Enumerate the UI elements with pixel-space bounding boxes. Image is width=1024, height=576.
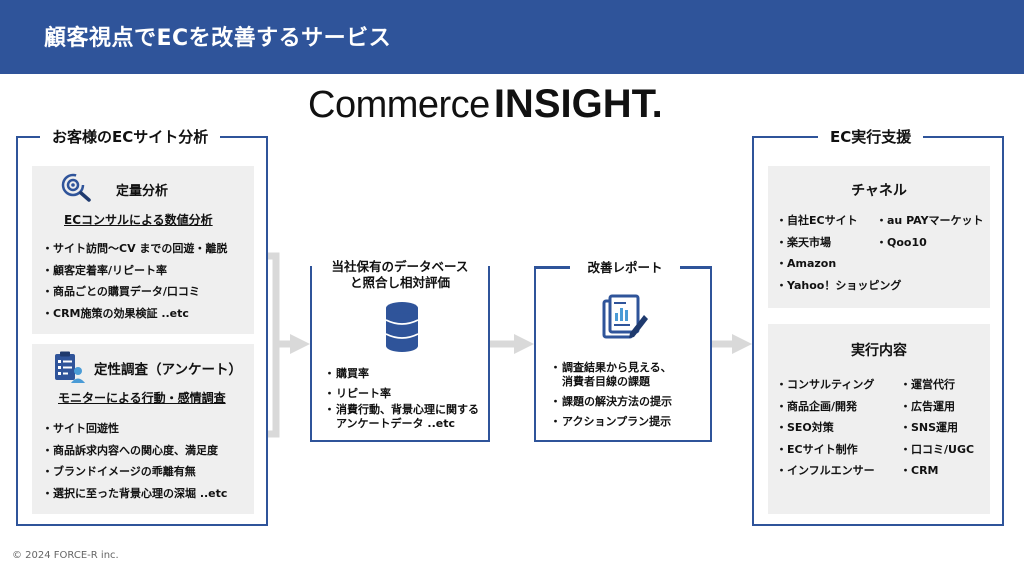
quantitative-list: サイト訪問～CV までの回遊・離脱 顧客定着率/リピート率 商品ごとの購買データ… xyxy=(42,238,227,324)
execution-list-col1: コンサルティング 商品企画/開発 SEO対策 ECサイト制作 インフルエンサー xyxy=(776,374,875,482)
database-title: 当社保有のデータベース と照合し相対評価 xyxy=(312,259,488,291)
list-item: ・購買率 xyxy=(324,367,369,380)
arrow-head-3 xyxy=(732,334,752,354)
arrow-head-2 xyxy=(514,334,534,354)
survey-person-icon xyxy=(52,350,86,388)
database-icon xyxy=(384,301,420,357)
database-title-line2: と照合し相対評価 xyxy=(349,275,450,290)
list-item: 商品ごとの購買データ/口コミ xyxy=(42,281,227,303)
list-item: 運営代行 xyxy=(900,374,974,396)
list-item: 商品企画/開発 xyxy=(776,396,875,418)
list-item: Qoo10 xyxy=(876,232,984,254)
database-comparison-box: 当社保有のデータベース と照合し相対評価 ・購買率 ・リピート率 ・消費行動、背… xyxy=(310,259,490,442)
list-item: ・アクションプラン提示 xyxy=(550,415,672,428)
execution-list-col2: 運営代行 広告運用 SNS運用 口コミ/UGC CRM xyxy=(900,374,974,482)
list-item: ブランドイメージの乖離有無 xyxy=(42,461,227,483)
list-item: ECサイト制作 xyxy=(776,439,875,461)
improvement-report-box: 改善レポート ・調査結果から見える、消費者目線の課題 ・課題の解決方法の提示 ・… xyxy=(534,260,712,442)
qualitative-box: 定性調査（アンケート） モニターによる行動・感情調査 サイト回遊性 商品訴求内容… xyxy=(32,344,254,514)
list-item: CRM施策の効果検証 ..etc xyxy=(42,303,227,325)
list-item: au PAYマーケット xyxy=(876,210,984,232)
list-item: 広告運用 xyxy=(900,396,974,418)
quantitative-subtitle: ECコンサルによる数値分析 xyxy=(64,213,213,227)
page-title: 顧客視点でECを改善するサービス xyxy=(44,26,392,51)
qualitative-list: サイト回遊性 商品訴求内容への関心度、満足度 ブランドイメージの乖離有無 選択に… xyxy=(42,418,227,504)
logo-bold-text: INSIGHT. xyxy=(493,82,663,126)
execution-title: 実行内容 xyxy=(851,343,907,359)
copyright: © 2024 FORCE-R inc. xyxy=(12,550,119,561)
site-analysis-title: お客様のECサイト分析 xyxy=(40,126,221,147)
list-item: コンサルティング xyxy=(776,374,875,396)
database-list: ・購買率 ・リピート率 ・消費行動、背景心理に関するアンケートデータ ..etc xyxy=(324,367,479,437)
site-analysis-panel: お客様のECサイト分析 定量分析 ECコンサルによる数値分析 サイト訪問～CV … xyxy=(16,126,268,526)
list-item: SEO対策 xyxy=(776,417,875,439)
channel-box: チャネル 自社ECサイト 楽天市場 Amazon Yahoo！ショッピング au… xyxy=(768,166,990,308)
ec-support-panel: EC実行支援 チャネル 自社ECサイト 楽天市場 Amazon Yahoo！ショ… xyxy=(752,126,1004,526)
gear-search-icon xyxy=(60,172,92,206)
list-item: SNS運用 xyxy=(900,417,974,439)
list-item: Yahoo！ショッピング xyxy=(776,275,901,297)
list-item: ・リピート率 xyxy=(324,387,391,400)
report-title: 改善レポート xyxy=(570,260,680,276)
channel-list-col1: 自社ECサイト 楽天市場 Amazon Yahoo！ショッピング xyxy=(776,210,901,296)
list-item: ・調査結果から見える、消費者目線の課題 xyxy=(550,361,672,388)
arrow-head-1 xyxy=(290,334,310,354)
report-list: ・調査結果から見える、消費者目線の課題 ・課題の解決方法の提示 ・アクションプラ… xyxy=(550,361,672,435)
quantitative-box: 定量分析 ECコンサルによる数値分析 サイト訪問～CV までの回遊・離脱 顧客定… xyxy=(32,166,254,334)
list-item: サイト訪問～CV までの回遊・離脱 xyxy=(42,238,227,260)
header-bar: 顧客視点でECを改善するサービス xyxy=(0,0,1024,74)
list-item: 楽天市場 xyxy=(776,232,901,254)
channel-title: チャネル xyxy=(851,183,907,199)
database-title-line1: 当社保有のデータベース xyxy=(331,259,469,274)
list-item: CRM xyxy=(900,460,974,482)
list-item: 顧客定着率/リピート率 xyxy=(42,260,227,282)
channel-list-col2: au PAYマーケット Qoo10 xyxy=(876,210,984,253)
list-item: ・課題の解決方法の提示 xyxy=(550,395,672,408)
list-item: サイト回遊性 xyxy=(42,418,227,440)
list-item: 自社ECサイト xyxy=(776,210,901,232)
list-item: Amazon xyxy=(776,253,901,275)
logo-light-text: Commerce xyxy=(308,84,490,126)
list-item: 口コミ/UGC xyxy=(900,439,974,461)
list-item: 選択に至った背景心理の深堀 ..etc xyxy=(42,483,227,505)
ec-support-title: EC実行支援 xyxy=(818,126,924,147)
list-item: インフルエンサー xyxy=(776,460,875,482)
quantitative-title: 定量分析 xyxy=(116,184,169,199)
list-item: ・消費行動、背景心理に関するアンケートデータ ..etc xyxy=(324,403,479,430)
report-icon xyxy=(600,293,650,347)
qualitative-subtitle: モニターによる行動・感情調査 xyxy=(58,391,226,405)
execution-box: 実行内容 コンサルティング 商品企画/開発 SEO対策 ECサイト制作 インフル… xyxy=(768,324,990,514)
list-item: 商品訴求内容への関心度、満足度 xyxy=(42,440,227,462)
qualitative-title: 定性調査（アンケート） xyxy=(94,362,242,378)
